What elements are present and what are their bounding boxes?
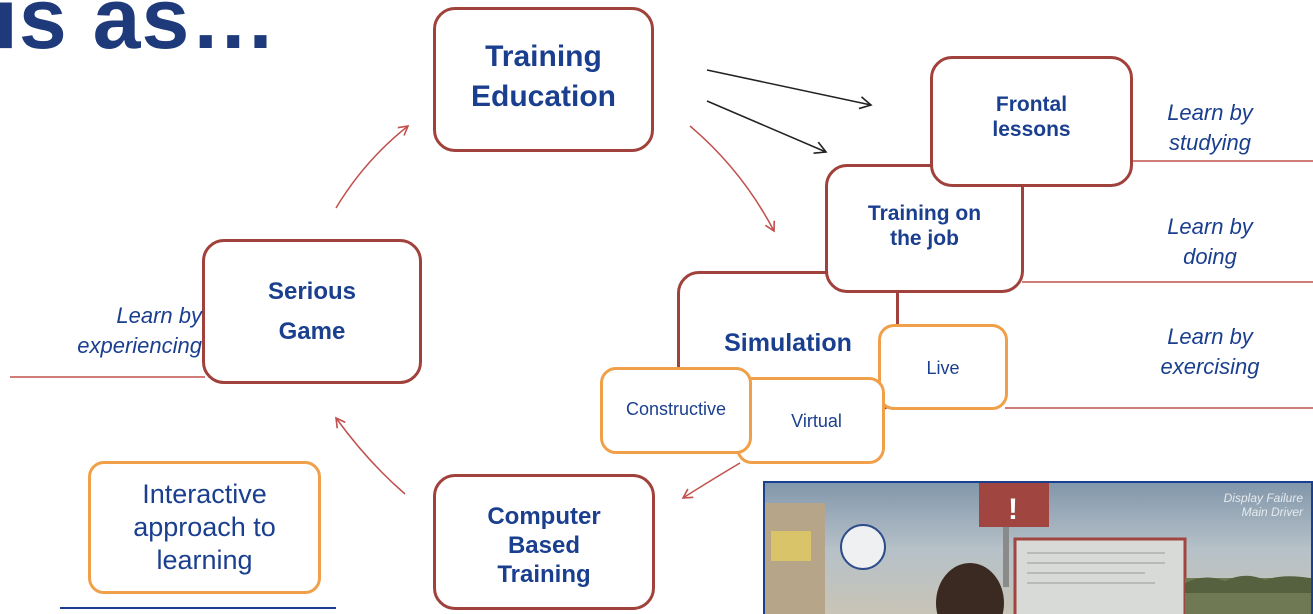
training-education-box: Training Education [433, 7, 654, 152]
simulator-photo: ! Display Failure Main Driver [763, 481, 1313, 614]
computer-based-training-box: Computer Based Training [433, 474, 655, 610]
frontal-lessons-box: Frontal lessons [930, 56, 1133, 187]
computer-based-training-label: Computer Based Training [487, 502, 601, 588]
note-learn-by-exercising: Learn by exercising [1160, 324, 1260, 379]
note-learn-by-doing: Learn by doing [1167, 214, 1253, 269]
live-label: Live [926, 357, 960, 378]
arrow-cbt-to-serious [335, 416, 406, 495]
interactive-approach-label: Interactive approach to learning [133, 479, 276, 575]
monitor-screen [1013, 537, 1187, 614]
display-failure-text: Display Failure Main Driver [1223, 491, 1303, 519]
simulator-scene: ! [765, 483, 1311, 614]
virtual-box: Virtual [736, 377, 885, 464]
person-silhouette [936, 563, 1004, 614]
arrow-serious-to-training [335, 124, 410, 209]
svg-text:!: ! [1008, 493, 1018, 526]
interactive-approach-box: Interactive approach to learning [88, 461, 321, 594]
training-education-label: Training Education [470, 39, 616, 113]
warning-sign [979, 483, 1049, 527]
arrow-to-frontal-lessons [706, 69, 873, 110]
note-learn-by-experiencing: Learn by experiencing [77, 303, 202, 358]
frontal-lessons-label: Frontal lessons [992, 92, 1071, 141]
serious-game-box: Serious Game [202, 239, 422, 384]
note-learn-by-studying: Learn by studying [1167, 100, 1253, 155]
serious-game-label: Serious Game [267, 277, 357, 345]
arrow-to-training-on-job [706, 100, 828, 154]
virtual-label: Virtual [791, 411, 842, 431]
constructive-box: Constructive [600, 367, 752, 454]
crate [771, 531, 811, 561]
training-on-job-label: Training on the job [867, 201, 982, 250]
live-box: Live [878, 324, 1008, 410]
page-title: is as… [0, 0, 278, 67]
simulation-label: Simulation [724, 328, 852, 357]
logo-seal [840, 524, 886, 570]
arrow-training-to-simulation [689, 125, 776, 233]
constructive-label: Constructive [625, 399, 727, 419]
arrow-virtual-to-cbt [681, 462, 741, 499]
